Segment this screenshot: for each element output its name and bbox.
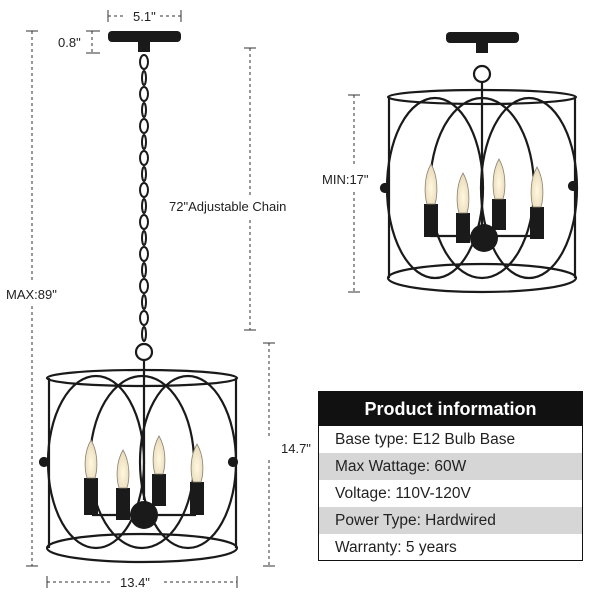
canopy-height-label: 0.8" bbox=[58, 35, 81, 50]
product-info-title: Product information bbox=[319, 392, 582, 426]
chain-length-label: 72"Adjustable Chain bbox=[169, 199, 287, 214]
body-width-label: 13.4" bbox=[120, 575, 150, 590]
info-row-base-type: Base type: E12 Bulb Base bbox=[335, 431, 516, 448]
min-height-label: MIN:17" bbox=[322, 172, 369, 187]
body-height-label: 14.7" bbox=[281, 441, 311, 456]
max-height-label: MAX:89" bbox=[6, 287, 57, 302]
info-row-max-wattage: Max Wattage: 60W bbox=[319, 453, 582, 480]
info-row-warranty: Warranty: 5 years bbox=[335, 539, 457, 556]
dimension-lines bbox=[26, 10, 360, 588]
product-info-table: Product information Base type: E12 Bulb … bbox=[318, 391, 583, 561]
info-row-power-type: Power Type: Hardwired bbox=[319, 507, 582, 534]
canopy-width-label: 5.1" bbox=[133, 9, 156, 24]
chandelier-extended bbox=[38, 31, 239, 564]
info-row-voltage: Voltage: 110V-120V bbox=[335, 485, 471, 502]
chandelier-minimum bbox=[379, 32, 579, 294]
